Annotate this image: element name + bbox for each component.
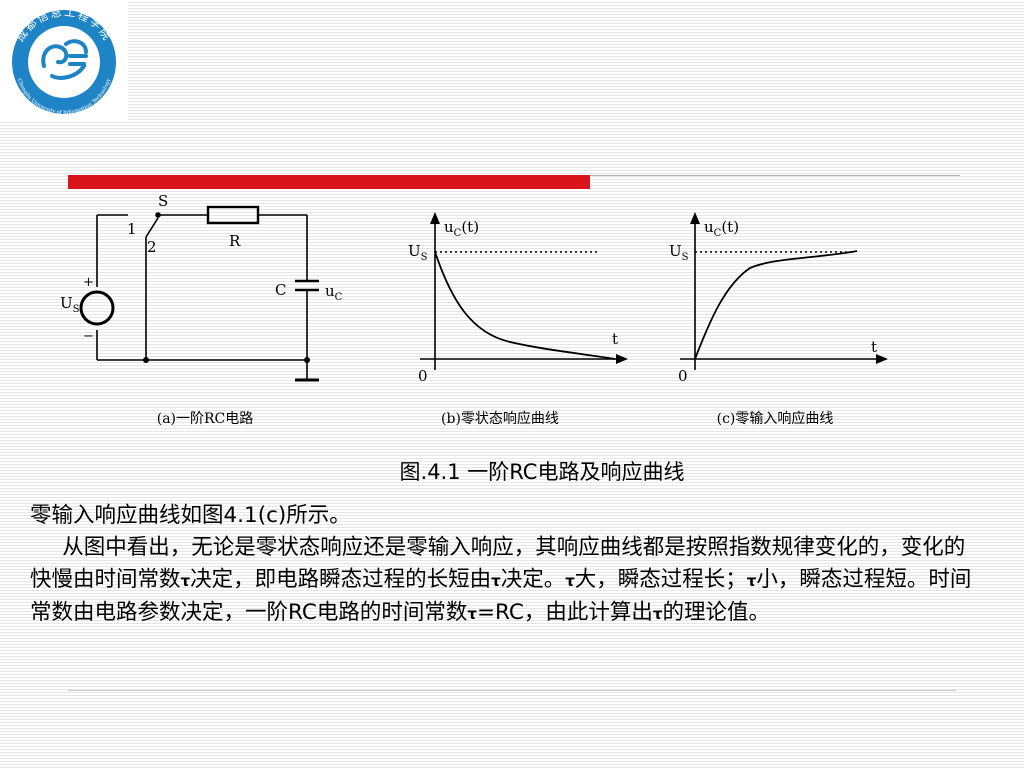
tau-symbol: τ [467,605,477,623]
plot-b-origin: 0 [418,367,428,385]
paragraph-1: 零输入响应曲线如图4.1(c)所示。 [30,503,351,528]
paragraph-2: 从图中看出，无论是零状态响应还是零输入响应，其响应曲线都是按照指数规律变化的，变… [30,535,972,625]
caption-c: (c)零输入响应曲线 [717,410,834,427]
header-thin-line [590,175,960,176]
plot-c-y-arrow-icon [690,212,700,224]
plot-b-zero-state: uC(t) US t 0 (b)零状态响应曲线 [408,212,628,427]
tau-symbol: τ [491,572,501,590]
caption-b: (b)零状态响应曲线 [441,410,559,427]
plot-c-y-label: uC(t) [704,218,739,239]
bottom-rule [68,690,956,691]
tau-symbol: τ [565,572,575,590]
switch-pos-1: 1 [127,220,137,238]
resistor-label: R [229,232,241,250]
logo-emblem-icon [41,39,88,80]
voltage-source-icon [79,290,115,326]
plot-c-us-label: US [669,242,689,263]
logo-area: 成都信息工程学院 Chengdu University of Informati… [0,0,128,122]
plot-b-curve [434,251,616,360]
switch-blade [145,217,159,238]
plot-c-curve [694,250,858,360]
plot-c-x-arrow-icon [876,354,888,364]
uc-label: uC [325,282,343,303]
resistor-icon [206,205,260,225]
university-logo: 成都信息工程学院 Chengdu University of Informati… [12,5,116,116]
body-text: 零输入响应曲线如图4.1(c)所示。 从图中看出，无论是零状态响应还是零输入响应… [30,500,975,630]
node-dot-left [143,357,150,364]
caption-a: (a)一阶RC电路 [157,411,254,427]
plot-c-x-label: t [871,338,877,356]
plot-c-origin: 0 [678,367,688,385]
figure-4-1: S 1 2 R C uC + − US (a)一阶RC电路 uC(t) US t… [60,192,888,427]
plot-b-us-label: US [408,242,428,263]
capacitor-label: C [275,281,286,299]
us-label: US [60,294,80,315]
source-minus: − [83,329,94,344]
rc-circuit-diagram [79,205,319,382]
plot-b-y-arrow-icon [430,212,440,224]
plot-c-zero-input: uC(t) US t 0 (c)零输入响应曲线 [669,212,888,427]
header-red-bar [68,175,590,189]
figure-caption: 图.4.1 一阶RC电路及响应曲线 [399,460,685,484]
plot-b-y-label: uC(t) [444,218,479,239]
header-rule [68,175,960,189]
plot-b-x-arrow-icon [616,354,628,364]
source-plus: + [83,275,94,290]
tau-symbol: τ [746,572,757,590]
tau-symbol: τ [652,605,663,623]
plot-b-x-label: t [612,330,618,348]
tau-symbol: τ [180,572,191,590]
switch-contact [155,212,161,218]
switch-label: S [158,192,168,210]
switch-pos-2: 2 [147,238,157,256]
